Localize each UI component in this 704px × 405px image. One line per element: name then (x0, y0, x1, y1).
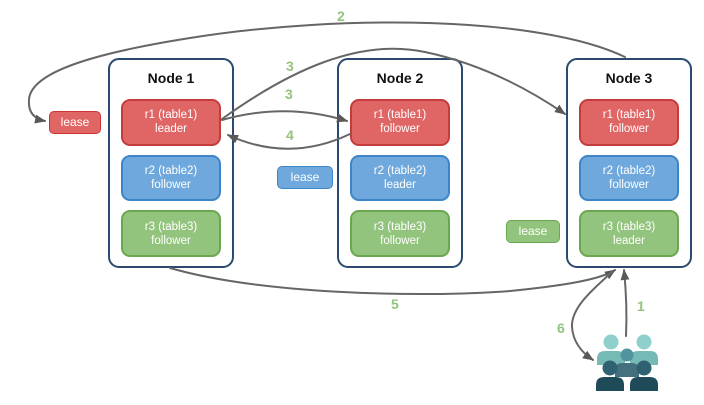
replica-role: follower (380, 123, 420, 136)
replica-role: follower (609, 179, 649, 191)
node3-replica-r2-table2-follower: r2 (table2) follower (579, 154, 679, 202)
node-2-title: Node 2 (376, 70, 424, 86)
node-2: Node 2 r1 (table1) follower r2 (table2) … (337, 58, 463, 268)
replica-name: r3 (table3) (144, 220, 198, 233)
replica-name: r1 (table1) (602, 109, 656, 122)
replica-role: follower (380, 234, 420, 247)
user-front-right (630, 360, 658, 391)
replica-name: r2 (table2) (602, 165, 656, 177)
step-label-1: 1 (637, 298, 645, 314)
replica-role: follower (151, 234, 191, 247)
replica-name: r2 (table2) (373, 165, 427, 177)
replica-name: r1 (table1) (373, 109, 427, 122)
replica-role: leader (155, 123, 187, 136)
step-label-6: 6 (557, 320, 565, 336)
lease-badge-table3: lease (506, 220, 560, 243)
step-label-4: 4 (286, 127, 294, 143)
user-back-right (630, 334, 658, 365)
step-label-3-upper: 3 (286, 58, 294, 74)
node-3-title: Node 3 (605, 70, 653, 86)
node3-replica-r1-table1-follower: r1 (table1) follower (579, 99, 679, 146)
replica-name: r3 (table3) (373, 220, 427, 233)
node-3: Node 3 r1 (table1) follower r2 (table2) … (566, 58, 692, 268)
step-label-5: 5 (391, 296, 399, 312)
step-label-2: 2 (337, 8, 345, 24)
node2-replica-r1-table1-follower: r1 (table1) follower (350, 99, 450, 146)
replica-role: follower (151, 179, 191, 191)
user-front-left (596, 360, 624, 391)
lease-badge-table2: lease (277, 166, 333, 189)
arrow-step-3-leader-to-node2 (221, 110, 348, 123)
arrow-step-1-users-to-node3 (620, 269, 630, 337)
node1-replica-r1-table1-leader: r1 (table1) leader (121, 99, 221, 146)
user-back-left (597, 334, 625, 365)
node1-replica-r2-table2-follower: r2 (table2) follower (121, 154, 221, 202)
arrow-step-5-node1-to-node3 (169, 267, 616, 296)
node3-replica-r3-table3-leader: r3 (table3) leader (579, 210, 679, 258)
user-middle-center (615, 348, 639, 377)
node2-replica-r3-table3-follower: r3 (table3) follower (350, 210, 450, 258)
replica-role: follower (609, 123, 649, 136)
replica-role: leader (613, 234, 645, 247)
user-group-icon (596, 334, 658, 391)
node-1: Node 1 r1 (table1) leader r2 (table2) fo… (108, 58, 234, 268)
step-label-3-lower: 3 (285, 86, 293, 102)
replica-role: leader (384, 179, 416, 191)
node2-replica-r2-table2-leader: r2 (table2) leader (350, 154, 450, 202)
replica-name: r2 (table2) (144, 165, 198, 177)
replica-name: r1 (table1) (144, 109, 198, 122)
lease-badge-table1: lease (49, 111, 101, 134)
node1-replica-r3-table3-follower: r3 (table3) follower (121, 210, 221, 258)
replica-name: r3 (table3) (602, 220, 656, 233)
node-1-title: Node 1 (147, 70, 195, 86)
